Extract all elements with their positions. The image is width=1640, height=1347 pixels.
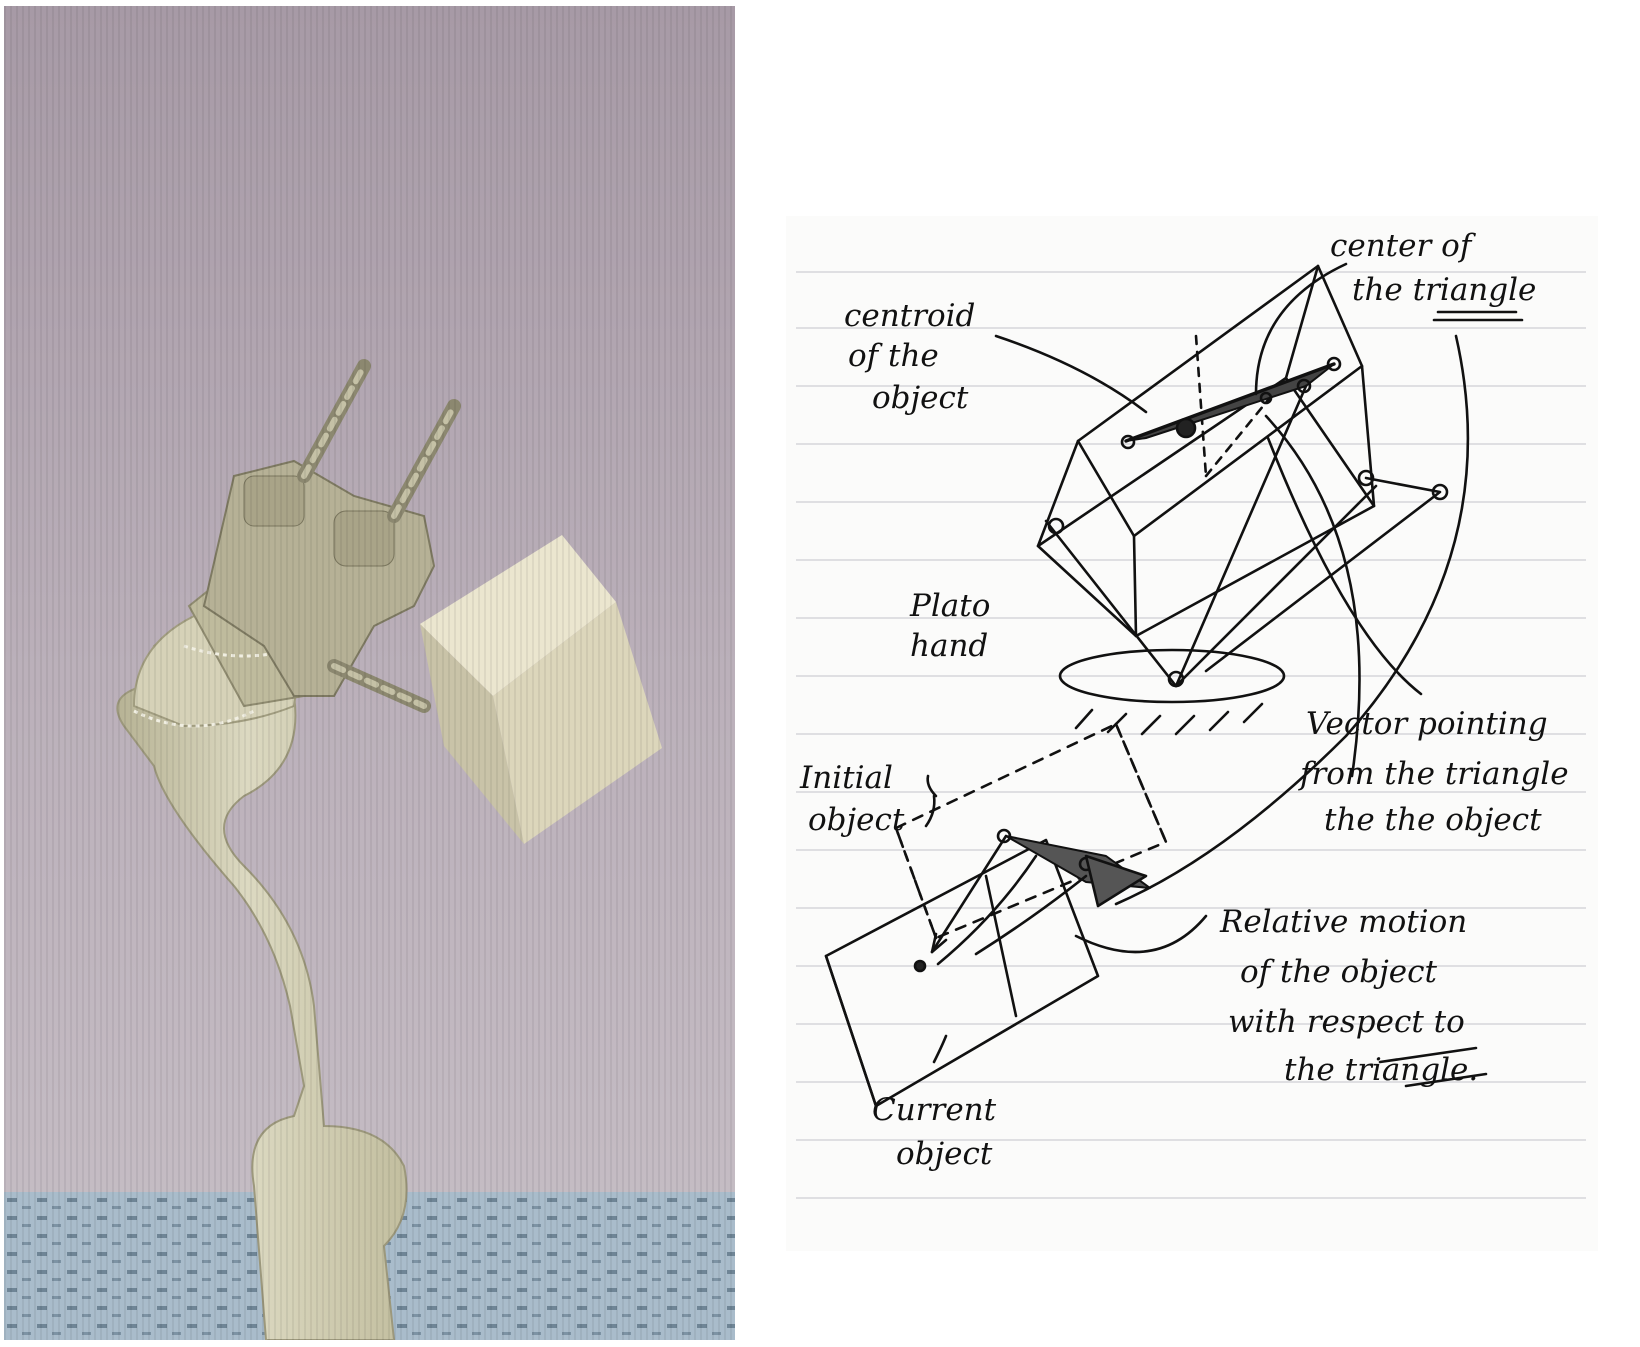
label-relative-motion: Relative motion (1219, 904, 1467, 940)
label-the-the-object: the the object (1324, 802, 1542, 838)
label-current: Current (872, 1092, 997, 1128)
label-initial-object: object (808, 802, 905, 838)
label-plato: Plato (909, 588, 990, 624)
label-with-respect-to: with respect to (1228, 1004, 1465, 1040)
simulation-scene (4, 6, 735, 1340)
sketch-drawing: center of the triangle centroid of the o… (786, 216, 1598, 1251)
label-of-the-object: of the object (1240, 954, 1437, 990)
label-the-triangle-end: the triangle. (1284, 1052, 1478, 1088)
sketch-notebook: center of the triangle centroid of the o… (786, 216, 1598, 1251)
label-object: object (872, 380, 969, 416)
label-of-the: of the (848, 338, 939, 374)
label-centroid: centroid (844, 298, 975, 334)
simulation-image (4, 6, 735, 1340)
label-from-the-triangle: from the triangle (1298, 756, 1569, 792)
label-initial: Initial (799, 760, 893, 796)
label-vector-pointing: Vector pointing (1306, 706, 1548, 742)
label-the-triangle: the triangle (1352, 272, 1536, 308)
label-hand: hand (910, 628, 988, 664)
label-current-object: object (896, 1136, 993, 1172)
label-center-of: center of (1330, 228, 1477, 264)
